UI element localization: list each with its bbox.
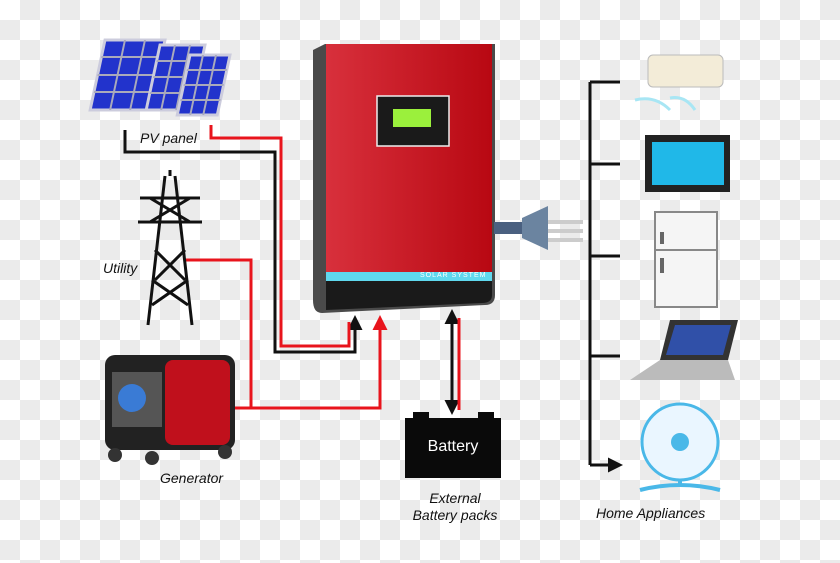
plug-icon <box>494 206 583 250</box>
inverter-brand: SOLAR SYSTEM <box>420 272 487 279</box>
inverter-icon <box>313 44 495 313</box>
appliance-arrows <box>590 80 620 465</box>
wires <box>123 80 620 465</box>
pv-panel-icon <box>88 38 232 117</box>
external-battery-line2: Battery packs <box>412 507 498 523</box>
pv-black-wire <box>123 130 363 354</box>
air-conditioner-icon <box>634 54 724 112</box>
laptop-icon <box>630 320 738 380</box>
battery-icon <box>405 412 501 478</box>
utility-label: Utility <box>103 260 138 276</box>
generator-label: Generator <box>160 470 224 486</box>
fan-icon <box>639 402 721 492</box>
utility-tower-icon <box>138 170 202 326</box>
generator-icon <box>105 355 235 465</box>
battery-label: Battery <box>427 438 479 455</box>
pv-panel-label: PV panel <box>140 130 197 146</box>
external-battery-line1: External <box>429 490 481 506</box>
home-appliances-label: Home Appliances <box>596 505 706 521</box>
television-icon <box>645 135 730 192</box>
pv-red-wire <box>209 125 351 348</box>
refrigerator-icon <box>654 211 718 308</box>
